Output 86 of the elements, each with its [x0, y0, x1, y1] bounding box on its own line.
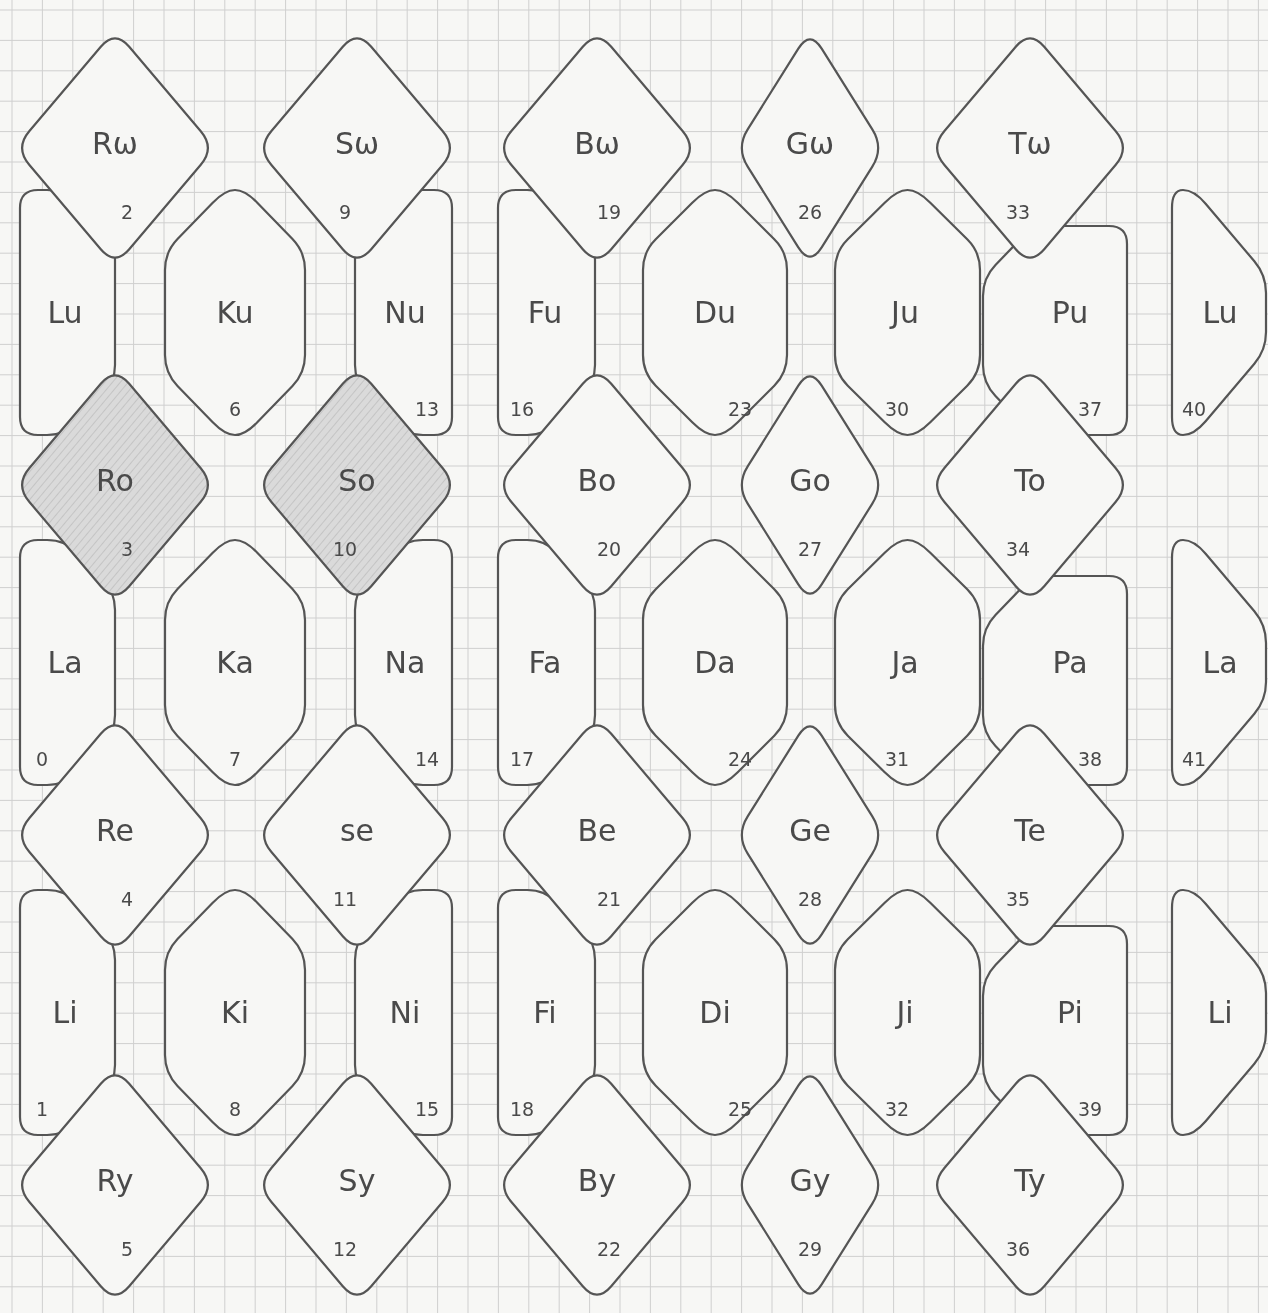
- number-label: 15: [414, 1099, 440, 1119]
- syllable-label: Di: [699, 997, 731, 1028]
- number-label: 3: [120, 539, 134, 559]
- number-label: 33: [1005, 202, 1031, 222]
- syllable-label: Ku: [216, 297, 254, 328]
- number-label: 32: [884, 1099, 910, 1119]
- number-label: 23: [727, 399, 753, 419]
- syllable-label: Lu: [1202, 297, 1238, 328]
- number-label: 35: [1005, 889, 1031, 909]
- syllable-label: Da: [694, 647, 736, 678]
- syllable-label: Ro: [96, 466, 134, 496]
- number-label: 41: [1181, 749, 1207, 769]
- syllable-label: Pa: [1052, 647, 1088, 678]
- number-label: 6: [228, 399, 242, 419]
- number-label: 39: [1077, 1099, 1103, 1119]
- syllable-label: Fi: [533, 997, 557, 1028]
- number-label: 20: [596, 539, 622, 559]
- number-label: 5: [120, 1239, 134, 1259]
- syllable-label: Pu: [1051, 297, 1089, 328]
- number-label: 14: [414, 749, 440, 769]
- syllable-label: Te: [1014, 816, 1046, 846]
- syllable-label: Ry: [96, 1166, 134, 1196]
- number-label: 34: [1005, 539, 1031, 559]
- syllable-label: se: [339, 816, 375, 846]
- number-label: 0: [35, 749, 49, 769]
- syllable-label: Go: [789, 466, 831, 496]
- syllable-label: Li: [1207, 997, 1233, 1028]
- number-label: 25: [727, 1099, 753, 1119]
- number-label: 10: [332, 539, 358, 559]
- syllable-label: To: [1014, 466, 1046, 496]
- syllable-label: So: [338, 466, 376, 496]
- syllable-label: Ka: [216, 647, 254, 678]
- syllable-label: Rω: [92, 129, 138, 159]
- syllable-label: Lu: [47, 297, 83, 328]
- number-label: 9: [338, 202, 352, 222]
- syllable-label: Nu: [384, 297, 426, 328]
- number-label: 37: [1077, 399, 1103, 419]
- syllable-label: Gω: [785, 129, 835, 159]
- number-label: 7: [228, 749, 242, 769]
- syllable-label: Na: [384, 647, 426, 678]
- number-label: 17: [509, 749, 535, 769]
- syllable-label: Be: [577, 816, 617, 846]
- syllable-label: Ge: [789, 816, 831, 846]
- syllable-label: Ni: [389, 997, 421, 1028]
- syllable-label: Ju: [891, 297, 919, 328]
- number-label: 21: [596, 889, 622, 909]
- number-label: 38: [1077, 749, 1103, 769]
- number-label: 1: [35, 1099, 49, 1119]
- syllable-label: Sω: [334, 129, 380, 159]
- number-label: 31: [884, 749, 910, 769]
- number-label: 24: [727, 749, 753, 769]
- syllable-label: Bω: [574, 129, 620, 159]
- number-label: 13: [414, 399, 440, 419]
- syllable-label: Re: [96, 816, 134, 846]
- number-label: 28: [797, 889, 823, 909]
- number-label: 29: [797, 1239, 823, 1259]
- number-label: 36: [1005, 1239, 1031, 1259]
- syllable-label: Gy: [789, 1166, 831, 1196]
- number-label: 22: [596, 1239, 622, 1259]
- number-label: 11: [332, 889, 358, 909]
- number-label: 8: [228, 1099, 242, 1119]
- number-label: 2: [120, 202, 134, 222]
- syllable-label: By: [577, 1166, 617, 1196]
- syllable-label: Ji: [896, 997, 914, 1028]
- syllable-label: Ja: [891, 647, 919, 678]
- syllable-label: Ty: [1014, 1166, 1046, 1196]
- syllable-label: Sy: [338, 1166, 376, 1196]
- syllable-label: Fu: [527, 297, 563, 328]
- syllable-label: Tω: [1008, 129, 1052, 159]
- number-label: 30: [884, 399, 910, 419]
- syllable-label: La: [1202, 647, 1238, 678]
- syllable-label: La: [47, 647, 83, 678]
- number-label: 40: [1181, 399, 1207, 419]
- number-label: 19: [596, 202, 622, 222]
- syllable-label: Fa: [528, 647, 562, 678]
- number-label: 12: [332, 1239, 358, 1259]
- syllable-label: Du: [693, 297, 737, 328]
- number-label: 16: [509, 399, 535, 419]
- number-label: 27: [797, 539, 823, 559]
- number-label: 18: [509, 1099, 535, 1119]
- syllable-label: Ki: [221, 997, 249, 1028]
- syllable-label: Bo: [577, 466, 617, 496]
- syllable-label: Li: [52, 997, 78, 1028]
- syllable-label: Pi: [1057, 997, 1083, 1028]
- number-label: 4: [120, 889, 134, 909]
- number-label: 26: [797, 202, 823, 222]
